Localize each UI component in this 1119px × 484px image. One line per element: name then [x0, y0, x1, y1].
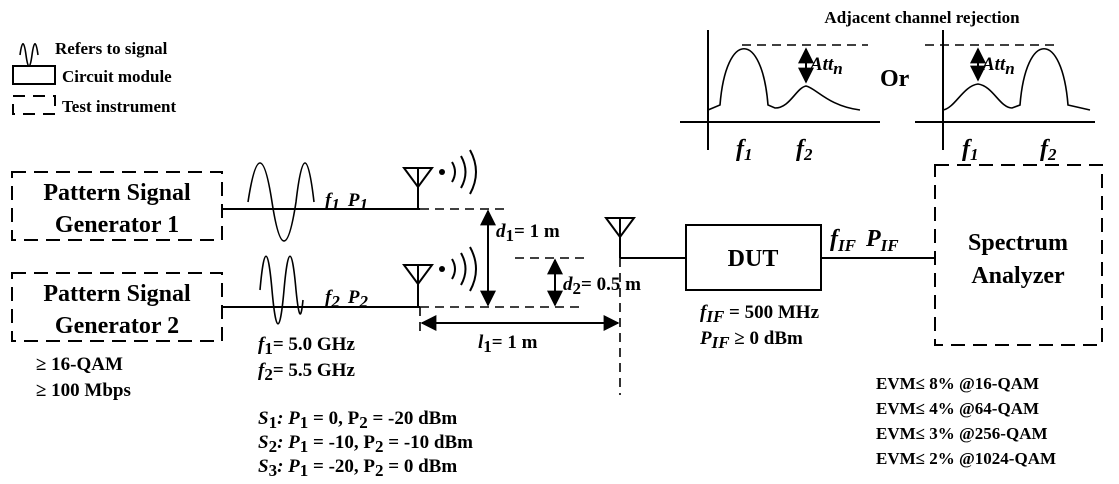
generator-1: Pattern Signal Generator 1: [11, 171, 223, 241]
svg-text:Attn: Attn: [809, 54, 843, 78]
legend-instrument-label: Test instrument: [62, 97, 176, 116]
scenario-3: S3: P1 = -20, P2 = 0 dBm: [258, 456, 457, 480]
evm-spec-1: EVM≤ 8% @16-QAM: [876, 374, 1039, 393]
d2-label: d2= 0.5 m: [563, 274, 641, 298]
generator-2-title: Pattern Signal: [43, 281, 191, 307]
spectrum-analyzer: Spectrum Analyzer: [934, 164, 1103, 346]
svg-text:f1: f1: [962, 136, 979, 164]
generator-1-subtitle: Generator 1: [55, 212, 179, 238]
spectrum-analyzer-box: [934, 164, 1103, 346]
svg-text:f2: f2: [796, 136, 813, 164]
modulation-spec: ≥ 16-QAM: [36, 354, 123, 375]
dut-pif-spec: PIF ≥ 0 dBm: [699, 328, 803, 352]
evm-spec-4: EVM≤ 2% @1024-QAM: [876, 449, 1056, 468]
f2-frequency: f2= 5.5 GHz: [258, 360, 355, 384]
legend: Refers to signal Circuit module Test ins…: [12, 39, 176, 116]
dut-label: DUT: [728, 246, 779, 272]
spectrum-plot-1: Attn f1 f2: [680, 30, 880, 164]
generator-2: Pattern Signal Generator 2: [11, 272, 223, 342]
rejection-title: Adjacent channel rejection: [824, 8, 1020, 27]
dut-fif-spec: fIF = 500 MHz: [700, 302, 820, 326]
legend-signal-icon: [19, 42, 39, 68]
generator-1-title: Pattern Signal: [43, 180, 191, 206]
rate-spec: ≥ 100 Mbps: [36, 380, 131, 401]
l1-label: l1= 1 m: [478, 332, 538, 356]
f1-frequency: f1= 5.0 GHz: [258, 334, 355, 358]
spectrum-plot-2: Attn f1 f2: [915, 30, 1095, 164]
evm-spec-3: EVM≤ 3% @256-QAM: [876, 424, 1048, 443]
legend-module-label: Circuit module: [62, 67, 172, 86]
evm-spec-2: EVM≤ 4% @64-QAM: [876, 399, 1039, 418]
legend-instrument-icon: [12, 95, 56, 115]
legend-module-icon: [12, 65, 56, 85]
rx-antenna-icon: [604, 217, 636, 258]
generator-2-subtitle: Generator 2: [55, 313, 179, 339]
signal-wave-1: [247, 162, 315, 242]
or-label: Or: [880, 66, 910, 92]
generator-1-box: [11, 171, 223, 241]
svg-text:f2: f2: [1040, 136, 1057, 164]
signal-wave-2: [259, 255, 304, 325]
tx-antenna-1-icon: [402, 149, 477, 209]
tx-antenna-2-icon: [402, 246, 477, 307]
evm-list: EVM≤ 8% @16-QAM EVM≤ 4% @64-QAM EVM≤ 3% @2…: [876, 374, 1056, 468]
dut-box: [685, 224, 822, 291]
svg-text:Attn: Attn: [981, 54, 1015, 78]
legend-signal-label: Refers to signal: [55, 39, 168, 58]
d1-label: d1= 1 m: [496, 221, 560, 245]
scenario-1: S1: P1 = 0, P2 = -20 dBm: [258, 408, 457, 432]
scenario-2: S2: P1 = -10, P2 = -10 dBm: [258, 432, 473, 456]
spectrum-analyzer-subtitle: Analyzer: [971, 263, 1065, 289]
svg-text:f1: f1: [736, 136, 753, 164]
spectrum-analyzer-title: Spectrum: [968, 230, 1068, 256]
